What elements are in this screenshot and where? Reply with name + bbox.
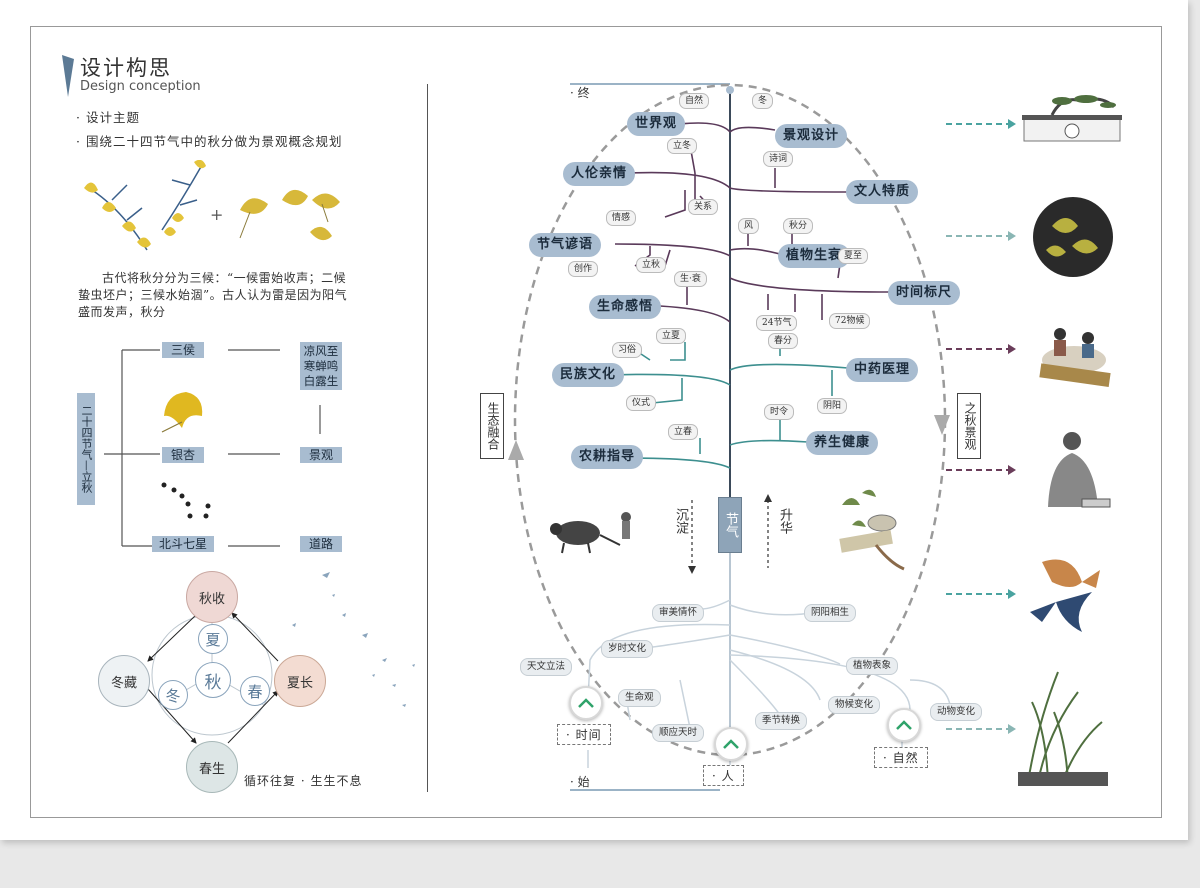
btag-astronomy: 天文立法 xyxy=(520,658,573,676)
tag-relation: 关系 xyxy=(688,199,719,215)
herbal-medicine-illustration xyxy=(839,489,905,571)
nature-expand-button[interactable] xyxy=(887,708,921,742)
branch-human-ethics: 人伦亲情 xyxy=(563,162,636,186)
big-dipper-icon xyxy=(161,482,211,519)
bullet-plan: · 围绕二十四节气中的秋分做为景观概念规划 xyxy=(76,134,343,149)
garden-wall-illustration xyxy=(1022,95,1122,142)
spring-birth-node: 春生 xyxy=(186,741,238,793)
autumn-pentads-paragraph: 古代将秋分分为三候：“一候雷始收声；二候蛰虫坯户；三候水始涸”。古人认为雷是因为… xyxy=(78,271,348,319)
title-flag-icon xyxy=(62,55,74,97)
tag-24-terms: 24节气 xyxy=(756,315,798,331)
panel-divider xyxy=(427,84,428,792)
koi-fish-illustration xyxy=(1030,559,1100,632)
tag-yinyang: 阴阳 xyxy=(817,398,848,414)
svg-text:+: + xyxy=(210,205,223,224)
btag-aesthetic: 审美情怀 xyxy=(652,604,705,622)
btag-plant-sign: 植物表象 xyxy=(846,657,899,675)
person-expand-button[interactable] xyxy=(714,727,748,761)
concept-road: 道路 xyxy=(300,536,342,552)
tag-lichun: 立春 xyxy=(668,424,699,440)
tag-wind: 风 xyxy=(738,218,760,234)
branch-health: 养生健康 xyxy=(806,431,879,455)
tag-create: 创作 xyxy=(568,261,599,277)
tag-ritual: 仪式 xyxy=(626,395,657,411)
branch-tcm: 中药医理 xyxy=(846,358,919,382)
leaves-circle-illustration xyxy=(1033,197,1113,277)
branch-life-insight: 生命感悟 xyxy=(589,295,662,319)
tag-summer-solstice: 夏至 xyxy=(838,248,869,264)
branch-world-view: 世界观 xyxy=(627,112,686,136)
concept-root: 二十四节气—立秋 xyxy=(77,393,95,505)
orchid-grass-illustration xyxy=(1018,671,1108,786)
tree-diagram xyxy=(508,83,951,791)
btag-yinyang-born: 阴阳相生 xyxy=(804,604,857,622)
axis-start-label: · 始 xyxy=(570,775,590,789)
scholar-illustration xyxy=(1048,432,1111,508)
btag-animal-change: 动物变化 xyxy=(930,703,983,721)
side-label-autumn: 之秋景观 xyxy=(957,393,981,459)
tag-nature: 自然 xyxy=(679,93,710,109)
trunk-solar-terms: 节气 xyxy=(718,497,742,553)
tag-poem: 诗词 xyxy=(763,151,794,167)
sublimate-label: 升华 xyxy=(777,508,792,534)
tag-spring-div: 春分 xyxy=(768,333,799,349)
inner-summer: 夏 xyxy=(198,624,228,654)
root-time: · 时间 xyxy=(557,724,611,745)
concept-big-dipper: 北斗七星 xyxy=(152,536,214,552)
ginkgo-leaf-illustration xyxy=(161,392,203,433)
autumn-harvest-node: 秋收 xyxy=(186,571,238,623)
ginkgo-leaves-illustration: + xyxy=(84,160,340,251)
btag-phenology: 物候变化 xyxy=(828,696,881,714)
time-expand-button[interactable] xyxy=(569,686,603,720)
tag-emotion: 情感 xyxy=(606,210,637,226)
tag-rise-fall: 生·衰 xyxy=(674,271,707,287)
btag-follow-heaven: 顺应天时 xyxy=(652,724,705,742)
cycle-caption: 循环往复 · 生生不息 xyxy=(244,774,363,788)
btag-year-culture: 岁时文化 xyxy=(601,640,654,658)
chevron-up-icon xyxy=(723,739,739,749)
concept-ginkgo: 银杏 xyxy=(162,447,204,463)
branch-folk-culture: 民族文化 xyxy=(552,363,625,387)
inner-autumn: 秋 xyxy=(195,662,231,698)
inner-winter: 冬 xyxy=(158,680,188,710)
summer-growth-node: 夏长 xyxy=(274,655,326,707)
page-title: 设计构思 xyxy=(80,56,172,80)
settle-label: 沉淀 xyxy=(673,508,688,534)
btag-season-change: 季节转换 xyxy=(755,712,808,730)
chevron-up-icon xyxy=(896,720,912,730)
tag-72-pentads: 72物候 xyxy=(829,313,871,329)
branch-literati: 文人特质 xyxy=(846,180,919,204)
page-subtitle: Design conception xyxy=(80,79,201,94)
tag-autumn-div: 秋分 xyxy=(783,218,814,234)
tag-winter: 冬 xyxy=(752,93,774,109)
tag-liqiu: 立秋 xyxy=(636,257,667,273)
side-label-eco: 生态融合 xyxy=(480,393,504,459)
btag-life-view: 生命观 xyxy=(618,689,661,707)
right-arrows xyxy=(946,119,1016,734)
root-person: · 人 xyxy=(703,765,744,786)
concept-landscape: 景观 xyxy=(300,447,342,463)
branch-solar-proverb: 节气谚语 xyxy=(529,233,602,257)
branch-farming: 农耕指导 xyxy=(571,445,644,469)
branch-time-marker: 时间标尺 xyxy=(888,281,961,305)
tag-timing: 时令 xyxy=(764,404,795,420)
branch-landscape-design: 景观设计 xyxy=(775,124,848,148)
winter-store-node: 冬藏 xyxy=(98,655,150,707)
concept-pentad-signs: 凉风至寒蝉鸣白露生 xyxy=(300,342,342,390)
concept-three-pentads: 三侯 xyxy=(162,342,204,358)
harvest-celebration-illustration xyxy=(1039,328,1111,387)
inner-spring: 春 xyxy=(240,676,270,706)
axis-end-label: · 终 xyxy=(570,86,590,100)
root-nature: · 自然 xyxy=(874,747,928,768)
branch-plant-growth: 植物生衰 xyxy=(778,244,851,268)
page-sheet: 设计构思 Design conception · 设计主题 · 围绕二十四节气中… xyxy=(0,0,1188,840)
tag-custom: 习俗 xyxy=(612,342,643,358)
bullet-theme: · 设计主题 xyxy=(76,110,140,125)
chevron-up-icon xyxy=(578,698,594,708)
farmer-ox-illustration xyxy=(550,512,631,554)
tag-lixia: 立夏 xyxy=(656,328,687,344)
page-frame xyxy=(30,26,1162,818)
tag-lidong: 立冬 xyxy=(667,138,698,154)
